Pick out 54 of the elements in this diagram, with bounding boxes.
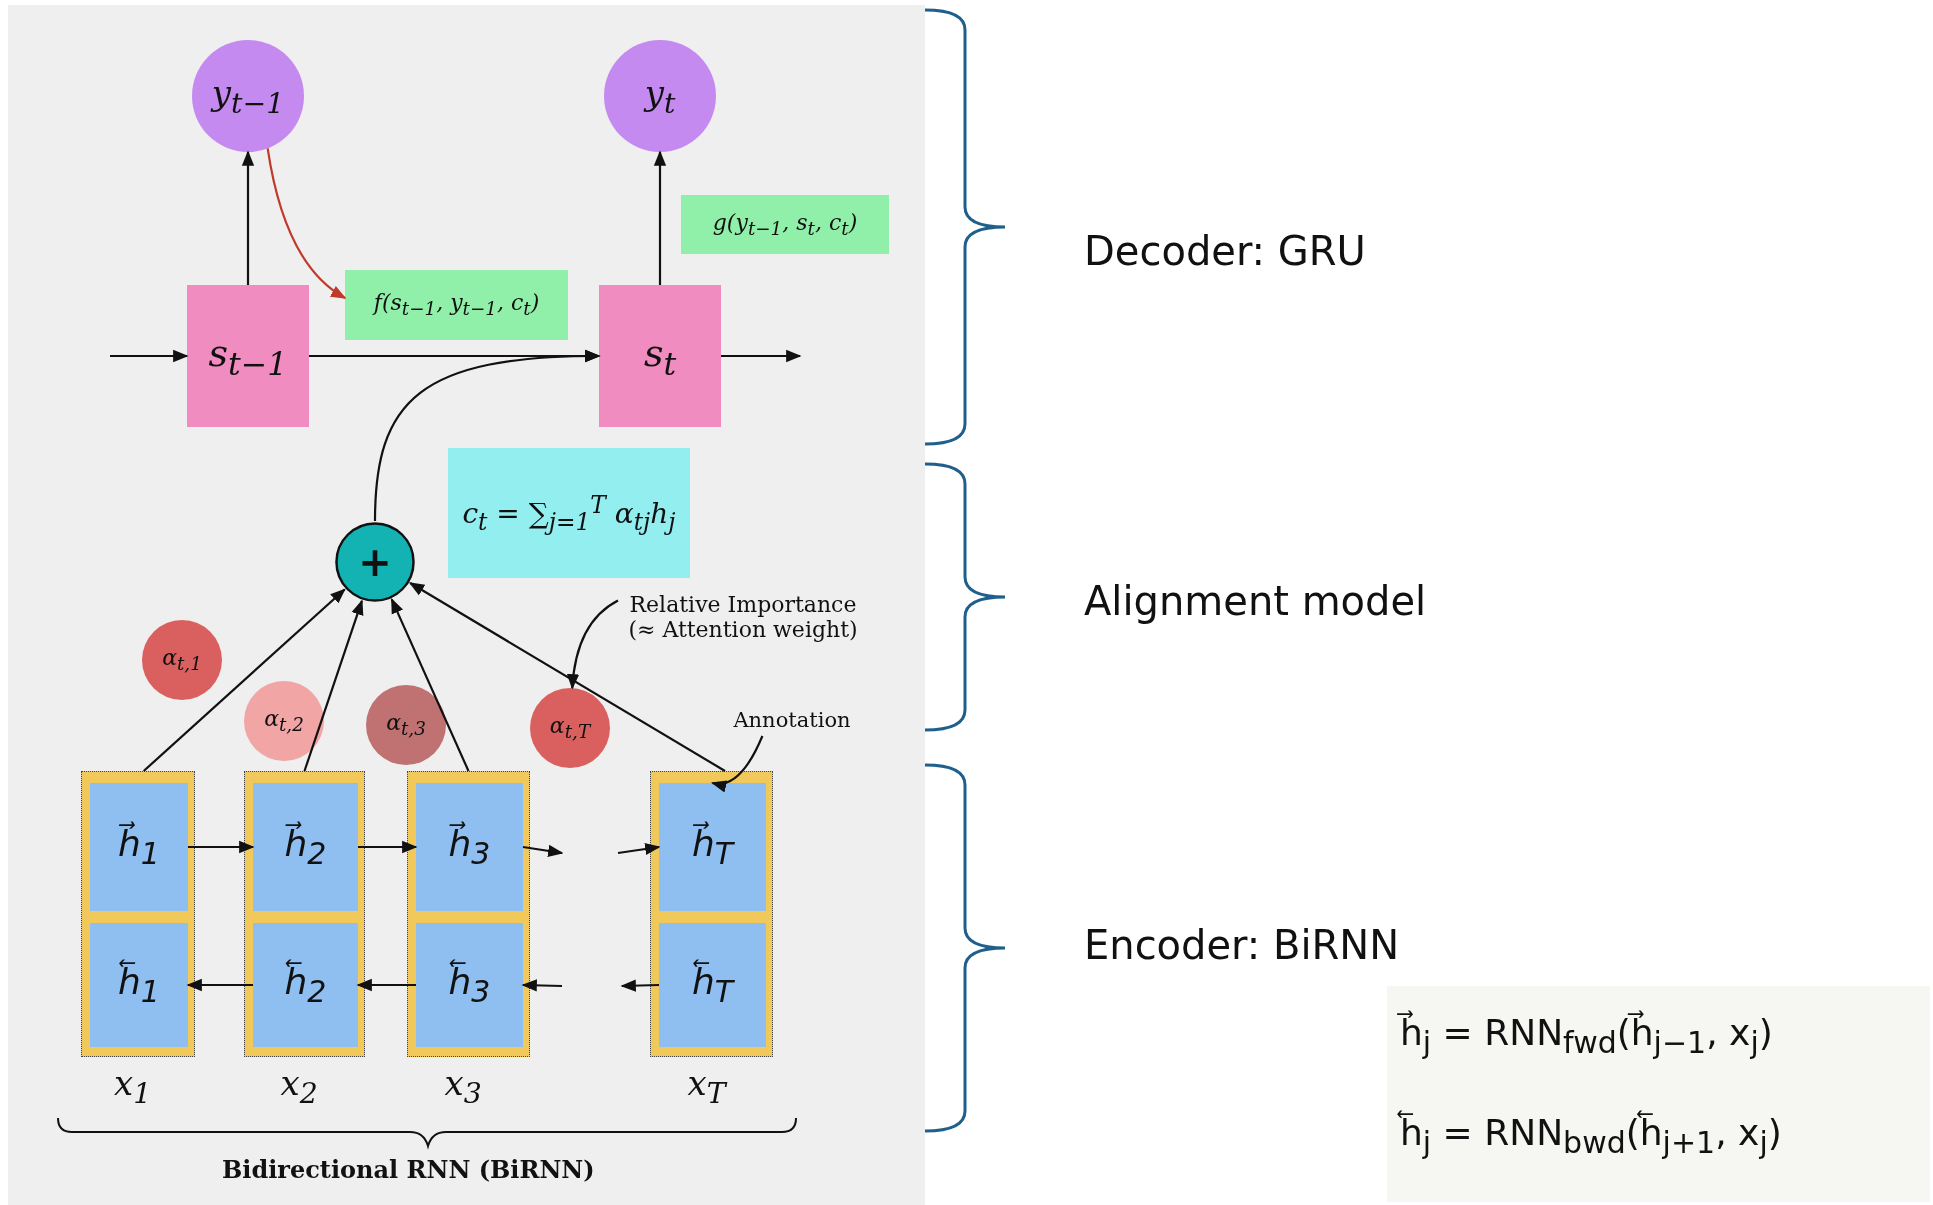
hidden-state-box: h⃗$_{1}$ — [90, 783, 188, 911]
variable-label: x$_{1}$ — [114, 1063, 152, 1110]
arrow — [142, 588, 346, 772]
arrow — [522, 844, 564, 857]
annotation-text: Relative Importance (≈ Attention weight) — [618, 584, 868, 650]
weight-circle: α$_{t,1}$ — [142, 620, 222, 700]
arrow — [567, 599, 619, 690]
arrow — [110, 349, 189, 363]
arrow — [711, 735, 764, 792]
arrow — [186, 978, 253, 992]
annotation-text: Annotation — [718, 704, 866, 736]
context-formula-box: c$_{t}$ = ∑$_{j=1}$$^{T}$ α$_{tj}$h$_{j}$ — [448, 448, 690, 578]
hidden-state-box: h⃖$_{3}$ — [416, 923, 523, 1047]
weight-circle: α$_{t,3}$ — [366, 685, 446, 765]
hidden-state-column — [244, 771, 365, 1057]
arrow — [521, 979, 563, 992]
arrow — [408, 582, 726, 772]
section-label: Alignment model — [1084, 578, 1427, 624]
arrow — [373, 350, 601, 522]
output-circle: y$_{t−1}$ — [192, 40, 304, 152]
arrow — [358, 840, 418, 854]
arrow — [620, 979, 660, 992]
hidden-state-box: h⃗$_{3}$ — [416, 783, 523, 911]
hidden-state-box: h⃖$_{1}$ — [90, 923, 188, 1047]
state-box: s$_{t−1}$ — [187, 285, 309, 427]
variable-label: x$_{3}$ — [444, 1063, 482, 1110]
formula-box: g(y$_{t−1}$, s$_{t}$, c$_{t}$) — [681, 195, 889, 254]
hidden-state-box: h⃗$_{T}$ — [659, 783, 766, 911]
hidden-state-column — [407, 771, 530, 1057]
arrow — [721, 349, 802, 363]
arrow — [303, 599, 364, 772]
hidden-state-box: h⃗$_{2}$ — [253, 783, 358, 911]
output-circle: y$_{t}$ — [604, 40, 716, 152]
variable-label: x$_{T}$ — [687, 1063, 726, 1110]
section-label: Decoder: GRU — [1084, 228, 1366, 274]
arrow — [390, 598, 470, 772]
arrow — [266, 148, 347, 299]
section-label: Encoder: BiRNN — [1084, 922, 1400, 968]
sum-circle: + — [334, 521, 416, 603]
arrow — [617, 842, 661, 856]
hidden-state-box: h⃖$_{2}$ — [253, 923, 358, 1047]
state-box: s$_{t}$ — [599, 285, 721, 427]
bracket-caption: Bidirectional RNN (BiRNN) — [222, 1155, 595, 1184]
arrow — [653, 150, 667, 285]
arrow — [241, 150, 255, 285]
arrow — [188, 840, 255, 854]
hidden-state-box: h⃖$_{T}$ — [659, 923, 766, 1047]
formula-box: f(s$_{t−1}$, y$_{t−1}$, c$_{t}$) — [345, 270, 568, 340]
weight-circle: α$_{t,2}$ — [244, 681, 324, 761]
weight-circle: α$_{t,T}$ — [530, 688, 610, 768]
hidden-state-column — [81, 771, 195, 1057]
hidden-state-column — [650, 771, 773, 1057]
variable-label: x$_{2}$ — [280, 1063, 318, 1110]
arrow — [356, 978, 416, 992]
